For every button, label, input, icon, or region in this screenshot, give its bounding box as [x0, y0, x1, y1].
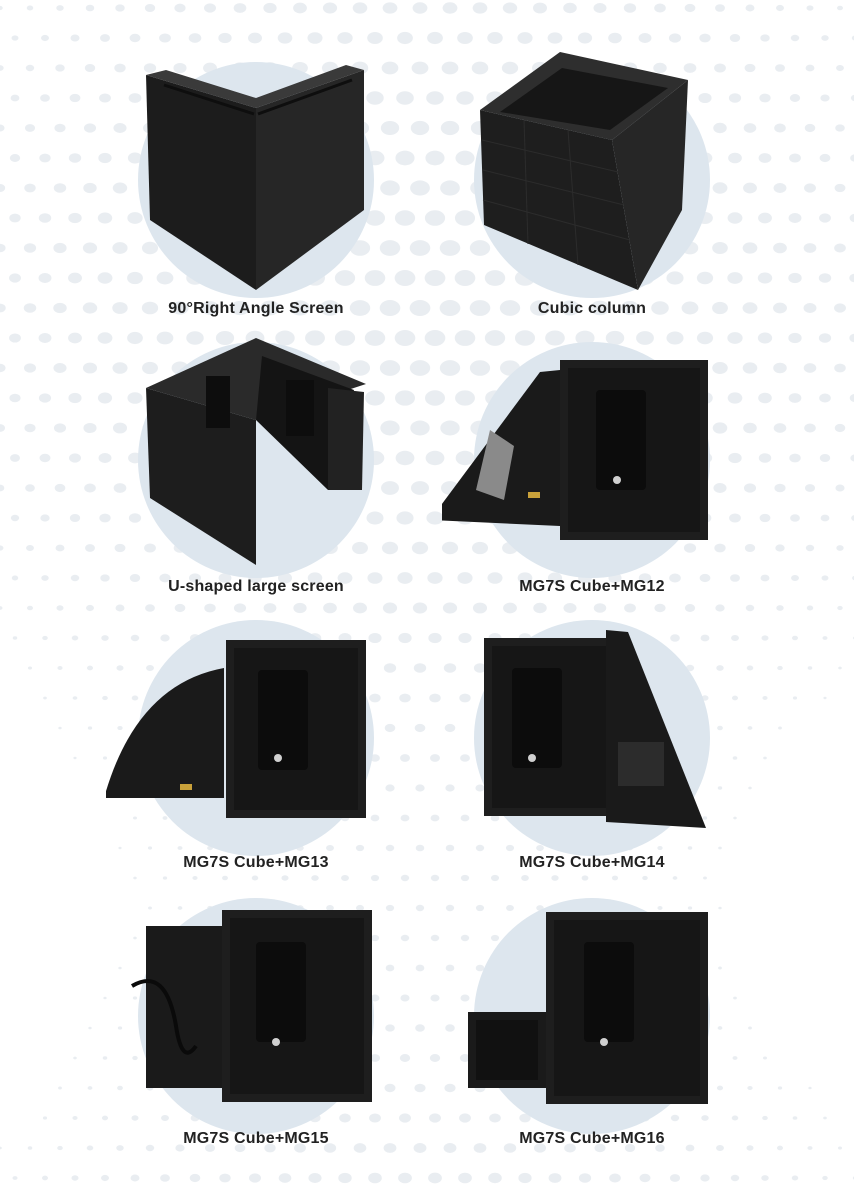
product-card-mg12: MG7S Cube+MG12	[442, 320, 742, 600]
product-card-mg13: MG7S Cube+MG13	[106, 598, 406, 878]
product-label: MG7S Cube+MG14	[519, 854, 665, 871]
product-card-mg16: MG7S Cube+MG16	[442, 876, 742, 1156]
product-label: MG7S Cube+MG16	[519, 1130, 665, 1147]
product-card-u-shape: U-shaped large screen	[106, 320, 406, 600]
mg7s-cube-mg12-image	[442, 342, 710, 578]
product-card-right-angle: 90°Right Angle Screen	[106, 40, 406, 320]
product-label: MG7S Cube+MG12	[519, 578, 665, 595]
mg7s-cube-mg14-image	[474, 620, 710, 856]
product-card-mg15: MG7S Cube+MG15	[106, 876, 406, 1156]
product-card-mg14: MG7S Cube+MG14	[442, 598, 742, 878]
mg7s-cube-mg15-image	[130, 898, 374, 1134]
u-shaped-screen-image	[138, 338, 374, 578]
product-label: U-shaped large screen	[168, 578, 344, 595]
product-label: MG7S Cube+MG13	[183, 854, 329, 871]
right-angle-screen-image	[138, 62, 374, 298]
mg7s-cube-mg13-image	[106, 620, 374, 856]
product-label: 90°Right Angle Screen	[168, 300, 344, 317]
product-label: Cubic column	[537, 300, 647, 317]
product-label: MG7S Cube+MG15	[183, 1130, 329, 1147]
mg7s-cube-mg16-image	[468, 898, 710, 1134]
cubic-column-image	[474, 52, 710, 298]
product-card-cube: Cubic column	[442, 40, 742, 320]
